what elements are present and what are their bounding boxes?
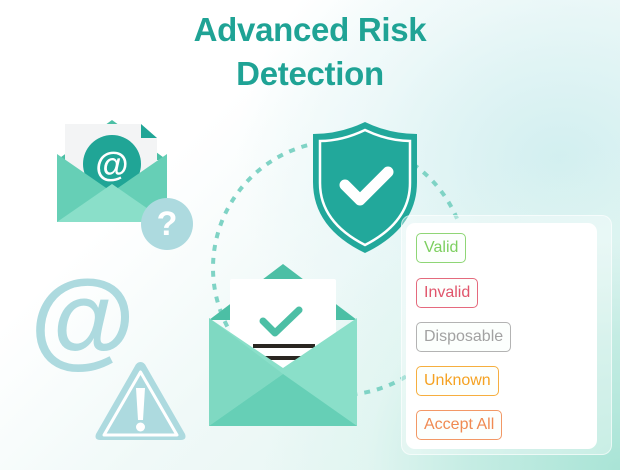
badge-disposable: Disposable [416, 322, 512, 352]
shield-check-icon [310, 120, 420, 255]
question-icon: ? [141, 198, 193, 250]
title-line-1: Advanced Risk [193, 11, 427, 48]
question-glyph: ? [156, 205, 178, 243]
badge-invalid: Invalid [416, 278, 479, 308]
badge-valid-label: Valid [424, 239, 459, 256]
badge-valid: Valid [416, 233, 467, 263]
title-line-2: Detection [236, 55, 384, 92]
badge-invalid-label: Invalid [424, 284, 471, 301]
page-title: Advanced Risk Detection [0, 8, 620, 96]
at-glyph: @ [30, 257, 136, 378]
badge-disposable-label: Disposable [424, 328, 504, 345]
envelope-check-icon [207, 264, 359, 428]
envelope-at-icon: @ [55, 120, 170, 225]
badge-unknown: Unknown [416, 366, 499, 396]
at-sign-icon: @ [30, 264, 135, 372]
svg-text:@: @ [95, 146, 128, 184]
badge-accept-all: Accept All [416, 410, 503, 440]
badge-accept-all-label: Accept All [424, 416, 495, 433]
warning-icon [93, 358, 188, 443]
badge-unknown-label: Unknown [424, 372, 491, 389]
